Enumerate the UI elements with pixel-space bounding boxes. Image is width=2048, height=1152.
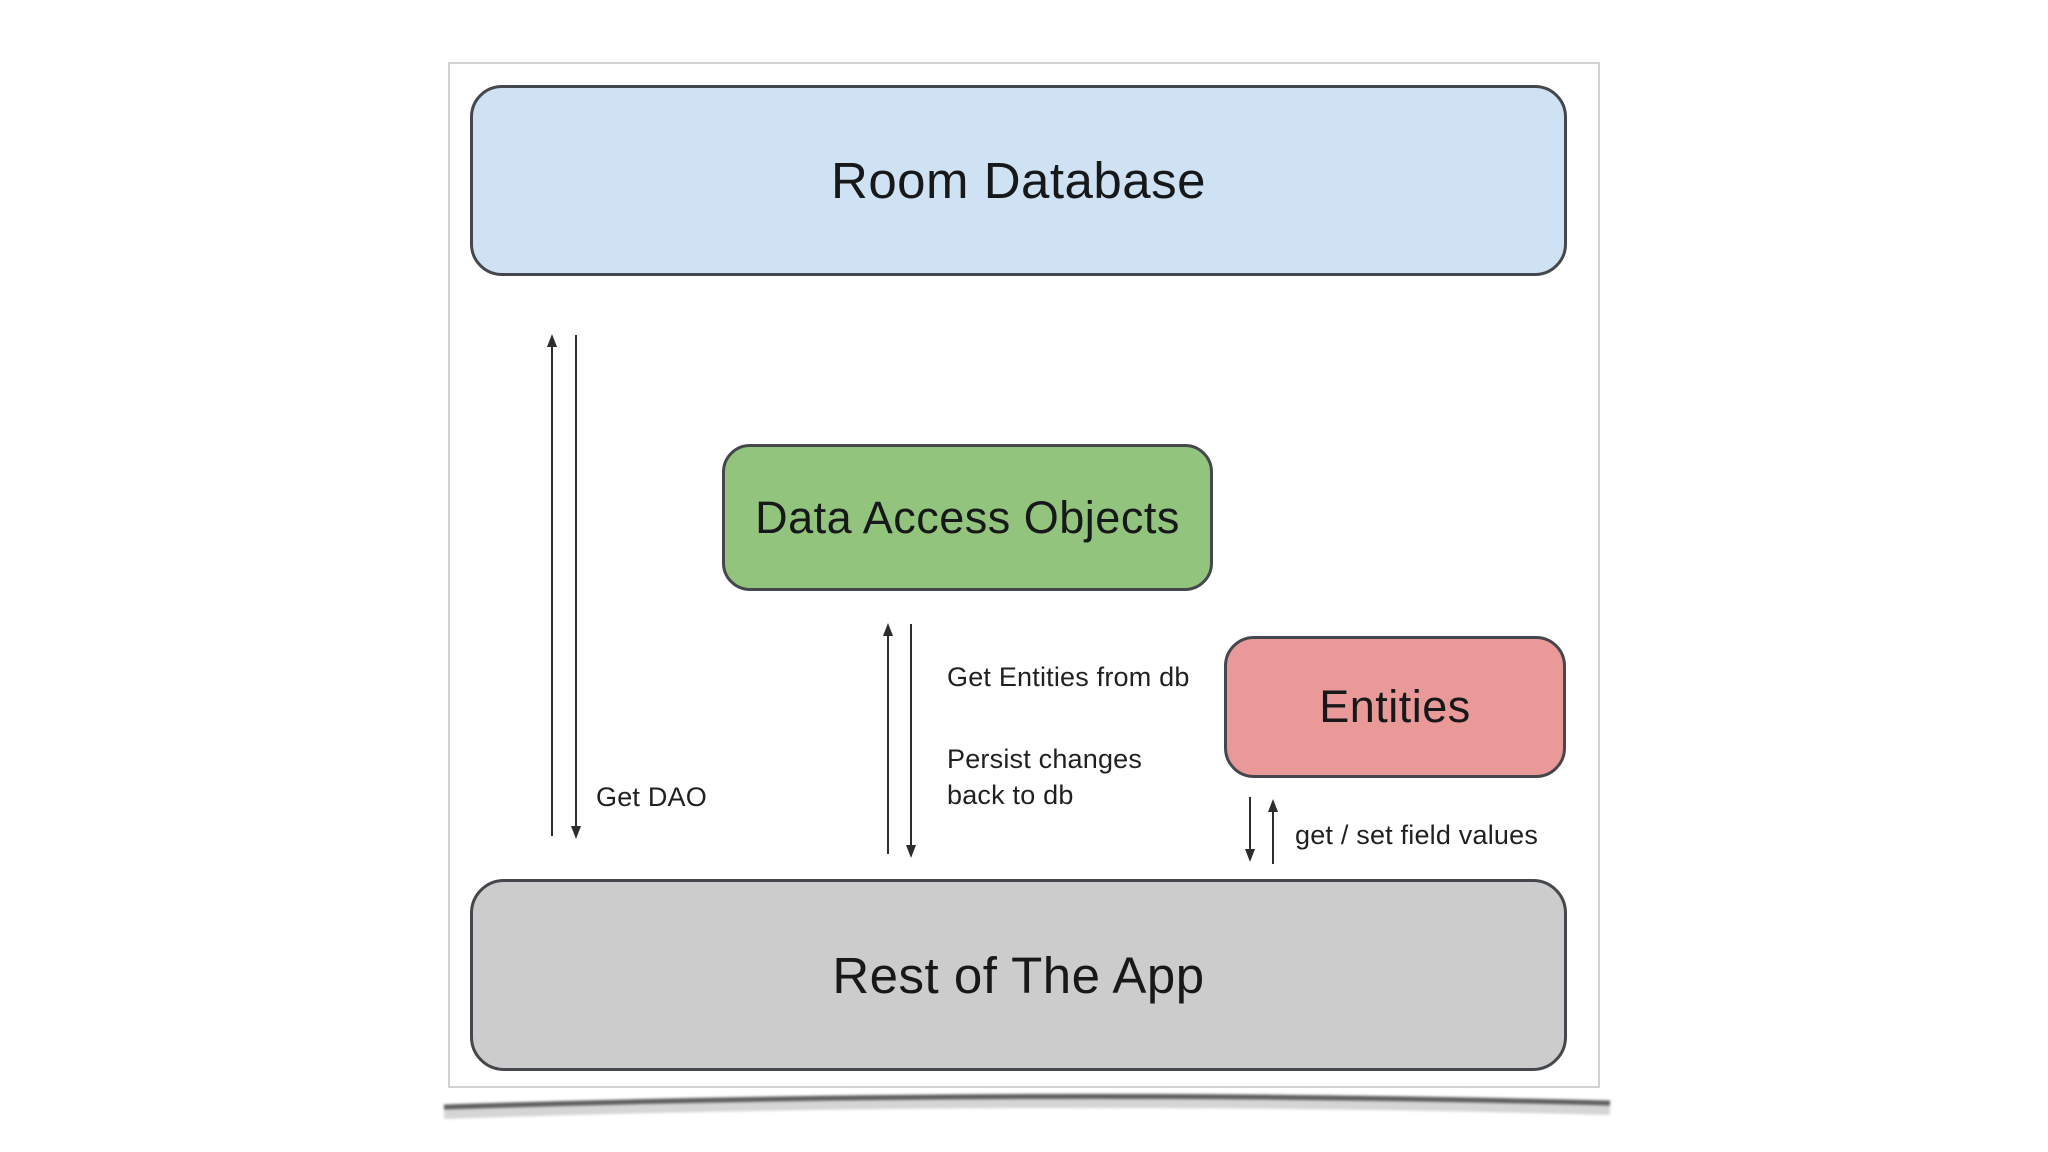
up-arrow — [546, 334, 558, 836]
edge-label-persist-changes-back-to-db: Persist changes back to db — [947, 744, 1143, 810]
node-rest-of-the-app: Rest of The App — [470, 879, 1567, 1071]
edge-label-get-dao: Get DAO — [596, 782, 707, 812]
up-arrow — [882, 623, 894, 854]
arrowhead-down-icon — [1245, 849, 1255, 862]
node-room-database: Room Database — [470, 85, 1567, 276]
down-arrow — [905, 624, 917, 858]
node-rest-of-the-app-label: Rest of The App — [832, 946, 1205, 1004]
down-arrow — [570, 335, 582, 839]
card-drop-shadow — [443, 1093, 1611, 1119]
node-data-access-objects: Data Access Objects — [722, 444, 1213, 591]
node-room-database-label: Room Database — [830, 152, 1207, 209]
arrowhead-up-icon — [883, 623, 893, 636]
arrowhead-up-icon — [1268, 799, 1278, 812]
up-arrow — [1267, 799, 1279, 864]
down-arrow — [1244, 797, 1256, 862]
node-entities-label: Entities — [1319, 681, 1471, 732]
node-data-access-objects-label: Data Access Objects — [755, 491, 1180, 543]
arrowhead-down-icon — [571, 826, 581, 839]
edge-label-get-entities-from-db: Get Entities from db — [947, 662, 1190, 692]
arrowhead-down-icon — [906, 845, 916, 858]
arrowhead-up-icon — [547, 334, 557, 347]
node-entities: Entities — [1224, 636, 1566, 778]
edge-label-get-set-field-values: get / set field values — [1295, 820, 1539, 850]
